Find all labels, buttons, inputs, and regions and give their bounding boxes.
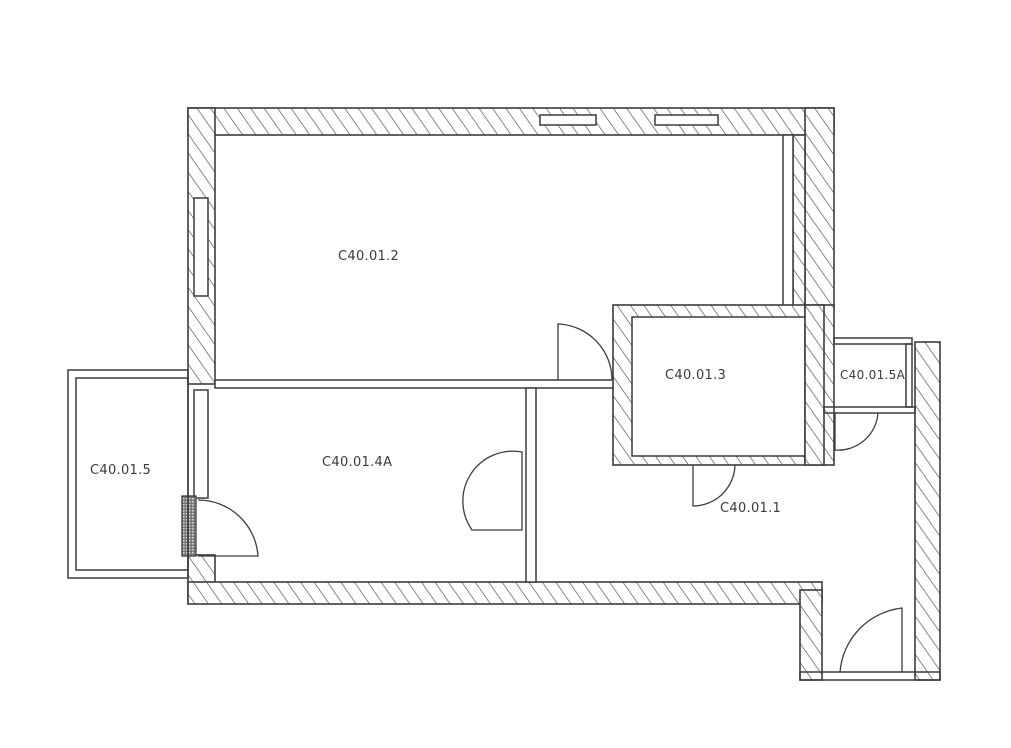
wall-top: [187, 107, 835, 136]
window-top-2: [654, 114, 719, 126]
closet-top: [833, 337, 913, 345]
exterior-walls: [187, 107, 941, 681]
threshold: [181, 495, 197, 557]
closet-side: [905, 343, 913, 408]
room-label-c40-01-3: C40.01.3: [665, 368, 726, 383]
closet-bottom: [823, 406, 916, 414]
room-label-c40-01-4a: C40.01.4A: [322, 455, 392, 470]
wall-right-inner: [792, 134, 806, 308]
window-top-1: [539, 114, 597, 126]
wall-corridor-bottom: [799, 671, 941, 681]
partitions: [67, 337, 916, 583]
door-room-4a: [462, 450, 523, 531]
wall-right-upper: [804, 107, 835, 309]
window-left-lower: [193, 389, 209, 499]
window-right: [782, 134, 794, 308]
wall-corridor-left: [799, 589, 823, 681]
room-labels: C40.01.2 C40.01.3 C40.01.5A C40.01.4A C4…: [90, 249, 906, 516]
door-room-3: [692, 464, 736, 507]
wall-bottom: [187, 581, 823, 605]
room-box-c40-01-3: [612, 304, 825, 466]
room-label-c40-01-5a: C40.01.5A: [840, 368, 906, 382]
room-label-c40-01-2: C40.01.2: [338, 249, 399, 264]
partition-horizontal: [214, 379, 614, 389]
door-corridor: [839, 607, 903, 673]
window-left: [193, 197, 209, 297]
door-closet-5a: [834, 412, 879, 451]
room-label-c40-01-1: C40.01.1: [720, 501, 781, 516]
door-room-2: [557, 323, 613, 381]
door-balcony: [197, 499, 259, 557]
doors: [197, 323, 903, 673]
room-label-c40-01-5: C40.01.5: [90, 463, 151, 478]
partition-vertical: [525, 387, 537, 583]
balcony-inner: [75, 377, 189, 571]
wall-corridor-right: [914, 341, 941, 681]
